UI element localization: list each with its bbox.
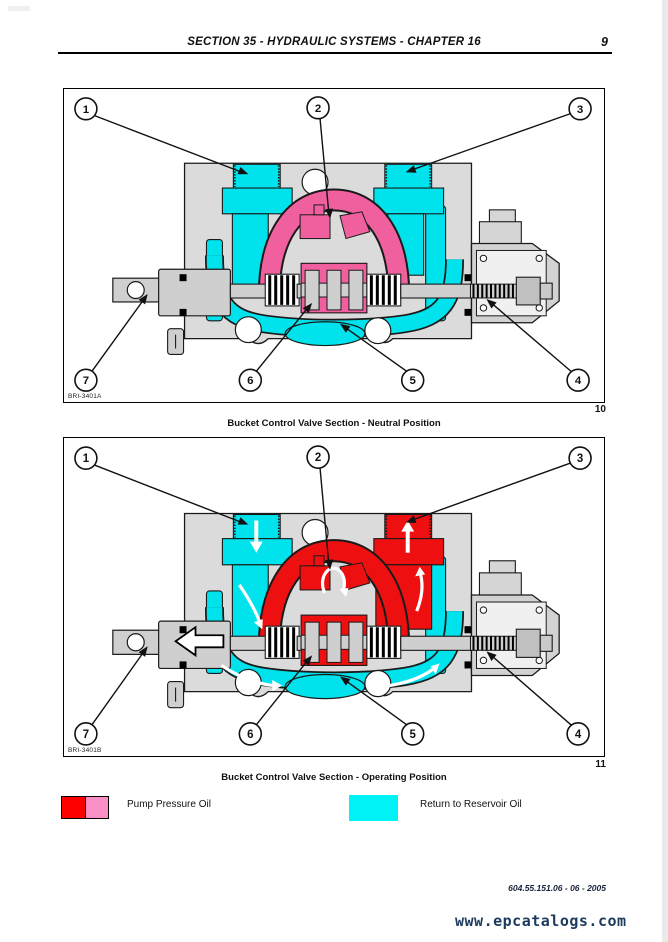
callout-4: 4: [566, 368, 590, 392]
figure-number: 11: [595, 759, 606, 770]
svg-text:3: 3: [577, 104, 583, 116]
svg-text:3: 3: [577, 453, 583, 465]
callouts: 1 2 3 4 5 6 7: [74, 96, 592, 392]
legend-pump-swatch: [61, 796, 109, 819]
figure-code-label: BRI-3401B: [68, 747, 102, 754]
callout-3: 3: [568, 97, 592, 121]
legend-pump-red: [62, 797, 85, 818]
svg-text:5: 5: [410, 375, 417, 387]
figure-caption-operating: Bucket Control Valve Section - Operating…: [221, 772, 447, 783]
svg-text:6: 6: [247, 729, 253, 741]
svg-text:4: 4: [575, 375, 582, 387]
document-number: 604.55.151.06 - 06 - 2005: [508, 883, 606, 893]
figure-code-label: BRI-3401A: [68, 393, 102, 400]
svg-text:2: 2: [315, 103, 321, 115]
callout-1: 1: [74, 446, 98, 471]
callouts: 1 2 3 4 5 6 7: [74, 445, 592, 746]
figure-neutral-frame: 1 2 3 4 5 6 7 BRI-3401A: [63, 88, 605, 403]
valve-diagram-neutral: 1 2 3 4 5 6 7: [74, 96, 592, 392]
callout-2: 2: [306, 445, 330, 469]
scan-spot-artifact: [8, 6, 30, 11]
svg-text:4: 4: [575, 729, 582, 741]
legend-pump-label: Pump Pressure Oil: [127, 799, 211, 810]
svg-text:5: 5: [410, 729, 417, 741]
legend-pump-pink: [85, 797, 108, 818]
callout-1: 1: [74, 97, 98, 121]
page-number: 9: [601, 35, 608, 49]
svg-text:6: 6: [247, 375, 253, 387]
callout-4: 4: [566, 721, 590, 746]
svg-text:1: 1: [83, 453, 90, 465]
page-title: SECTION 35 - HYDRAULIC SYSTEMS - CHAPTER…: [187, 36, 481, 48]
header-rule: [58, 52, 612, 54]
scan-edge-artifact: [662, 0, 668, 942]
figure-number: 10: [594, 404, 606, 415]
svg-text:2: 2: [315, 452, 321, 464]
valve-diagram-operating: 1 2 3 4 5 6 7: [74, 445, 592, 746]
website-link[interactable]: www.epcatalogs.com: [455, 912, 627, 930]
callout-7: 7: [74, 368, 98, 392]
callout-5: 5: [400, 721, 425, 746]
figure-caption-neutral: Bucket Control Valve Section - Neutral P…: [227, 418, 441, 429]
callout-6: 6: [238, 721, 263, 746]
svg-text:7: 7: [83, 729, 89, 741]
callout-2: 2: [306, 96, 330, 120]
callout-3: 3: [568, 446, 592, 471]
legend-return-swatch: [349, 795, 398, 821]
callout-5: 5: [400, 368, 425, 392]
callout-7: 7: [74, 721, 98, 746]
legend-return-label: Return to Reservoir Oil: [420, 799, 522, 810]
svg-text:1: 1: [83, 104, 90, 116]
figure-operating-frame: 1 2 3 4 5 6 7 BRI-3401B: [63, 437, 605, 757]
svg-text:7: 7: [83, 375, 89, 387]
callout-6: 6: [238, 368, 263, 392]
